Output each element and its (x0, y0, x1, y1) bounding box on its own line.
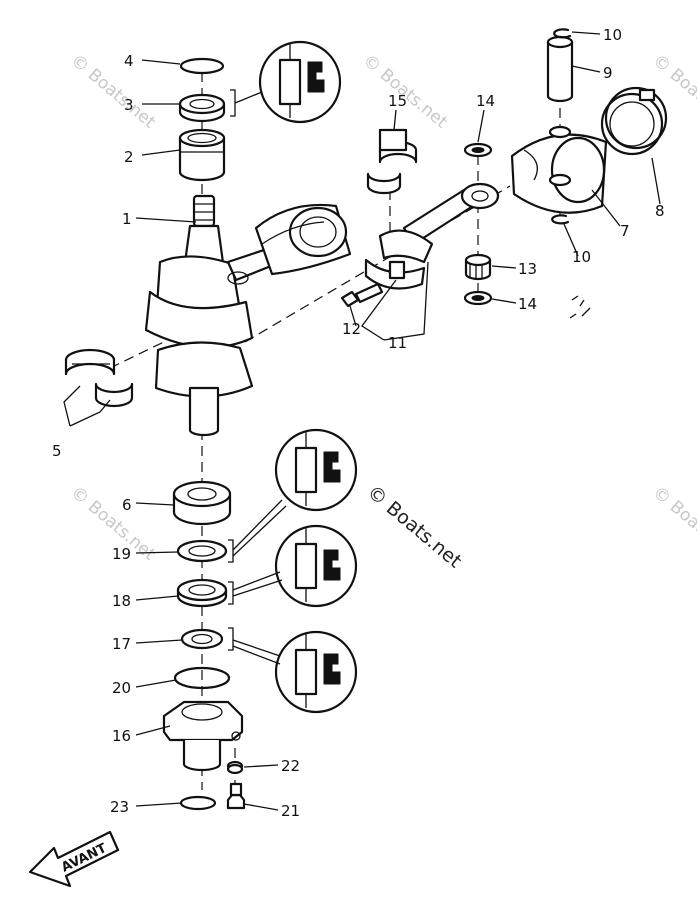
part-20-o-ring (173, 666, 231, 690)
detail-circle-seal-3 (258, 40, 342, 124)
callout-10-top: 10 (603, 26, 622, 44)
watermark-top-right: © Boats.net (649, 51, 697, 133)
scan-artifact (569, 295, 591, 319)
watermark-mid-right: © Boats.net (649, 483, 697, 565)
callout-8: 8 (655, 202, 665, 220)
part-10-clip-bottom (551, 214, 570, 225)
watermark-center: © Boats.net (363, 481, 466, 572)
callout-10-bottom: 10 (572, 248, 591, 266)
callout-labels: 4 3 2 1 5 6 19 18 17 20 16 23 22 21 10 9… (52, 26, 665, 820)
callout-7: 7 (620, 222, 630, 240)
piston-assembled (254, 203, 352, 276)
part-8-piston-rings (600, 86, 668, 156)
callout-19: 19 (112, 545, 131, 563)
avant-direction-arrow: AVANT (28, 830, 120, 888)
detail-leader-brackets (228, 89, 287, 665)
part-9-piston-pin (546, 35, 574, 103)
part-22-washer (226, 760, 244, 775)
part-13-needle-bearing (464, 253, 492, 281)
part-7-piston (510, 125, 608, 214)
part-14-washer-bottom (463, 290, 493, 306)
callout-3: 3 (124, 96, 134, 114)
part-14-washer-top (463, 142, 493, 158)
watermark-top-left: © Boats.net (67, 51, 160, 133)
callout-22: 22 (281, 757, 300, 775)
callout-5: 5 (52, 442, 62, 460)
callout-18: 18 (112, 592, 131, 610)
callout-21: 21 (281, 802, 300, 820)
callout-6: 6 (122, 496, 132, 514)
detail-circle-seal-18 (274, 524, 358, 608)
callout-11: 11 (388, 334, 407, 352)
part-16-lower-housing (162, 700, 244, 772)
callout-14-top: 14 (476, 92, 495, 110)
part-17-oil-seal (180, 628, 224, 650)
part-4-cap (179, 57, 225, 75)
part-10-clip-top (553, 28, 572, 39)
part-2-upper-bearing (178, 128, 226, 182)
part-23-o-ring (179, 795, 217, 811)
callout-23: 23 (110, 798, 129, 816)
callout-17: 17 (112, 635, 131, 653)
callout-13: 13 (518, 260, 537, 278)
callout-16: 16 (112, 727, 131, 745)
callout-leaders (63, 31, 661, 811)
callout-2: 2 (124, 148, 134, 166)
part-18-oil-seal (176, 578, 228, 608)
part-1-crankshaft (144, 194, 308, 437)
callout-4: 4 (124, 52, 134, 70)
detail-circle-seal-17 (274, 630, 358, 714)
callout-9: 9 (603, 64, 613, 82)
part-19-oil-seal (176, 539, 228, 563)
part-12-bolt (340, 282, 384, 308)
part-11-connecting-rod (364, 182, 500, 290)
callout-14-bottom: 14 (518, 295, 537, 313)
callout-12: 12 (342, 320, 361, 338)
callout-15: 15 (388, 92, 407, 110)
detail-circle-seal-19 (274, 428, 358, 512)
part-15-bearing-halves (366, 128, 418, 195)
callout-20: 20 (112, 679, 131, 697)
part-3-oil-seal (178, 93, 226, 123)
part-21-bolt (226, 782, 246, 810)
part-5-bearing-halves (64, 348, 134, 408)
part-6-ball-bearing (172, 480, 232, 526)
callout-1: 1 (122, 210, 132, 228)
